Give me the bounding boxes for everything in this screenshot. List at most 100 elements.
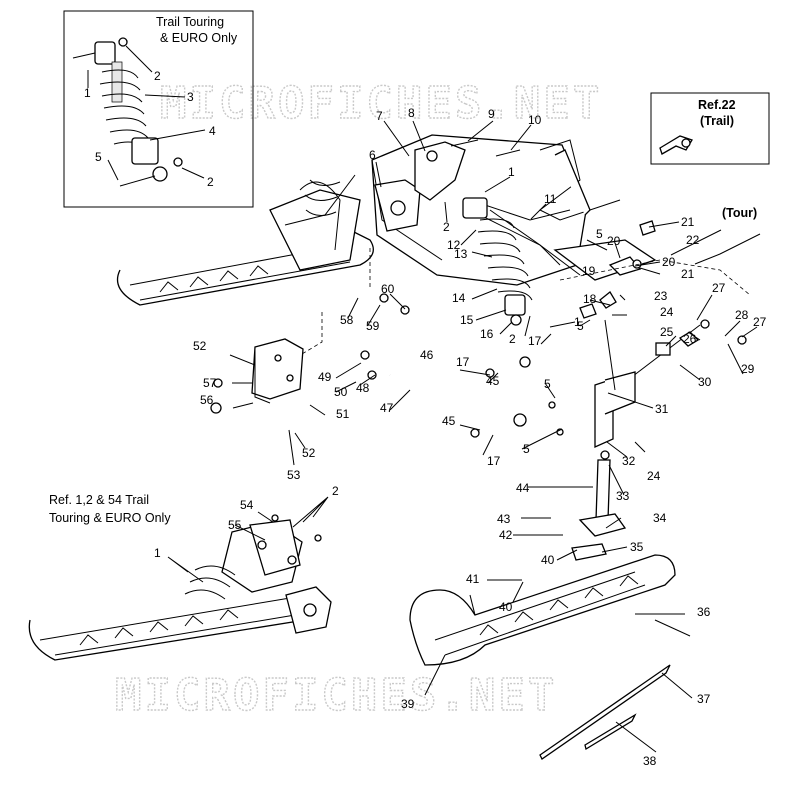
callout-9: 9 xyxy=(488,107,495,121)
bottom-inset-caption-1: Ref. 1,2 & 54 Trail xyxy=(49,493,149,507)
callout-numbers: 7 8 9 10 6 1 11 2 12 13 14 15 16 2 1 17 … xyxy=(154,106,767,768)
shock-inset: Trail Touring & EURO Only 1 2 3 4 5 2 xyxy=(63,10,254,208)
coil-shock-icon xyxy=(72,37,183,187)
tour-label: (Tour) xyxy=(722,206,757,220)
callout-46: 46 xyxy=(420,348,434,362)
callout-40-a: 40 xyxy=(541,553,555,567)
callout-20-a: 20 xyxy=(607,234,621,248)
callout-1-c: 1 xyxy=(574,315,581,329)
callout-36: 36 xyxy=(697,605,711,619)
callout-19: 19 xyxy=(582,264,596,278)
tour-linkage xyxy=(553,220,751,319)
callout-21-b: 21 xyxy=(681,267,695,281)
callout-25: 25 xyxy=(660,325,674,339)
callout-54: 54 xyxy=(240,498,254,512)
callout-42: 42 xyxy=(499,528,513,542)
callout-27-b: 27 xyxy=(753,315,767,329)
ref22-title: Ref.22 xyxy=(698,98,736,112)
callout-15: 15 xyxy=(460,313,474,327)
callout-2-d: 2 xyxy=(509,332,516,346)
callout-20-b: 20 xyxy=(662,255,676,269)
callout-32: 32 xyxy=(622,454,636,468)
callout-21-a: 21 xyxy=(681,215,695,229)
callout-44: 44 xyxy=(516,481,530,495)
callout-34: 34 xyxy=(653,511,667,525)
ref22-subtitle: (Trail) xyxy=(700,114,734,128)
callout-41: 41 xyxy=(466,572,480,586)
callout-28: 28 xyxy=(735,308,749,322)
callout-60: 60 xyxy=(381,282,395,296)
callout-26: 26 xyxy=(683,332,697,346)
callout-1-b: 1 xyxy=(508,165,515,179)
shock-inset-frame xyxy=(63,10,254,208)
callout-17-a: 17 xyxy=(528,334,542,348)
tie-rods xyxy=(360,293,747,438)
callout-1-d: 1 xyxy=(154,546,161,560)
callout-51: 51 xyxy=(336,407,350,421)
ski xyxy=(409,554,691,760)
mounting-bracket xyxy=(210,248,371,414)
callout-3: 3 xyxy=(187,90,194,104)
callout-17-b: 17 xyxy=(456,355,470,369)
bottom-inset-caption-2: Touring & EURO Only xyxy=(49,511,171,525)
callout-38: 38 xyxy=(643,754,657,768)
callout-4: 4 xyxy=(209,124,216,138)
callout-39: 39 xyxy=(401,697,415,711)
ref22-inset-frame xyxy=(650,92,770,165)
callout-55: 55 xyxy=(228,518,242,532)
callout-31: 31 xyxy=(655,402,669,416)
chassis-upper-left xyxy=(116,174,374,306)
callout-5-d: 5 xyxy=(544,377,551,391)
callout-37: 37 xyxy=(697,692,711,706)
callout-2-b: 2 xyxy=(207,175,214,189)
callout-5-b: 5 xyxy=(577,319,584,333)
carbide-38 xyxy=(584,713,637,751)
callout-58: 58 xyxy=(340,313,354,327)
front-shock-assembly xyxy=(462,197,561,326)
callout-52-b: 52 xyxy=(302,446,316,460)
ref22-inset: Ref.22 (Trail) xyxy=(650,92,770,165)
callout-13: 13 xyxy=(454,247,468,261)
callout-53: 53 xyxy=(287,468,301,482)
callout-12: 12 xyxy=(447,238,461,252)
callout-8: 8 xyxy=(408,106,415,120)
callout-49: 49 xyxy=(318,370,332,384)
callout-16: 16 xyxy=(480,327,494,341)
callout-14: 14 xyxy=(452,291,466,305)
callout-33: 33 xyxy=(616,489,630,503)
callout-27-a: 27 xyxy=(712,281,726,295)
callout-5-e: 5 xyxy=(523,442,530,456)
callout-7: 7 xyxy=(376,109,383,123)
spindle-block-34 xyxy=(578,513,627,537)
shock-inset-caption-2: & EURO Only xyxy=(160,31,238,45)
callout-1-a: 1 xyxy=(84,86,91,100)
callout-18: 18 xyxy=(583,292,597,306)
callout-5-a: 5 xyxy=(95,150,102,164)
callout-24-b: 24 xyxy=(647,469,661,483)
callout-2-c: 2 xyxy=(443,220,450,234)
callout-48: 48 xyxy=(356,381,370,395)
wear-bar-37 xyxy=(539,664,671,760)
callout-17-c: 17 xyxy=(487,454,501,468)
callout-45-b: 45 xyxy=(442,414,456,428)
callout-24-a: 24 xyxy=(660,305,674,319)
watermark-top: MICROFICHES.NET xyxy=(160,78,602,129)
callout-40-b: 40 xyxy=(499,600,513,614)
callout-2-a: 2 xyxy=(154,69,161,83)
callout-5-c: 5 xyxy=(596,227,603,241)
callout-56: 56 xyxy=(200,393,214,407)
callout-47: 47 xyxy=(380,401,394,415)
watermark-bottom: MICROFICHES.NET xyxy=(115,670,557,721)
callout-52-a: 52 xyxy=(193,339,207,353)
callout-6: 6 xyxy=(369,148,376,162)
callout-59: 59 xyxy=(366,319,380,333)
callout-50: 50 xyxy=(334,385,348,399)
bottom-inset: Ref. 1,2 & 54 Trail Touring & EURO Only xyxy=(28,493,332,661)
callout-29: 29 xyxy=(741,362,755,376)
callout-10: 10 xyxy=(528,113,542,127)
shock-inset-caption-1: Trail Touring xyxy=(156,15,224,29)
callout-30: 30 xyxy=(698,375,712,389)
callout-23: 23 xyxy=(654,289,668,303)
